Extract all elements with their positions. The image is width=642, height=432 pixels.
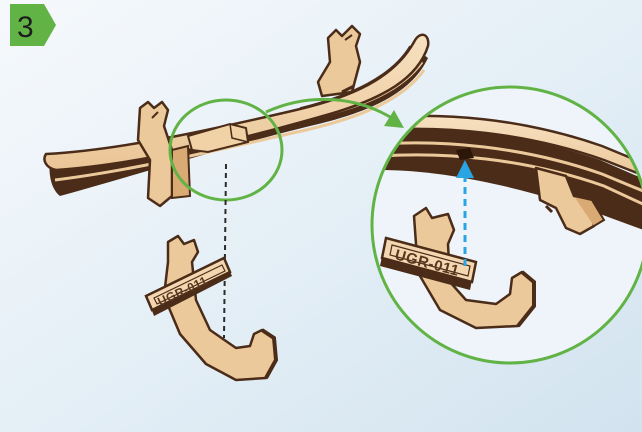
step-number: 3 — [17, 11, 34, 44]
